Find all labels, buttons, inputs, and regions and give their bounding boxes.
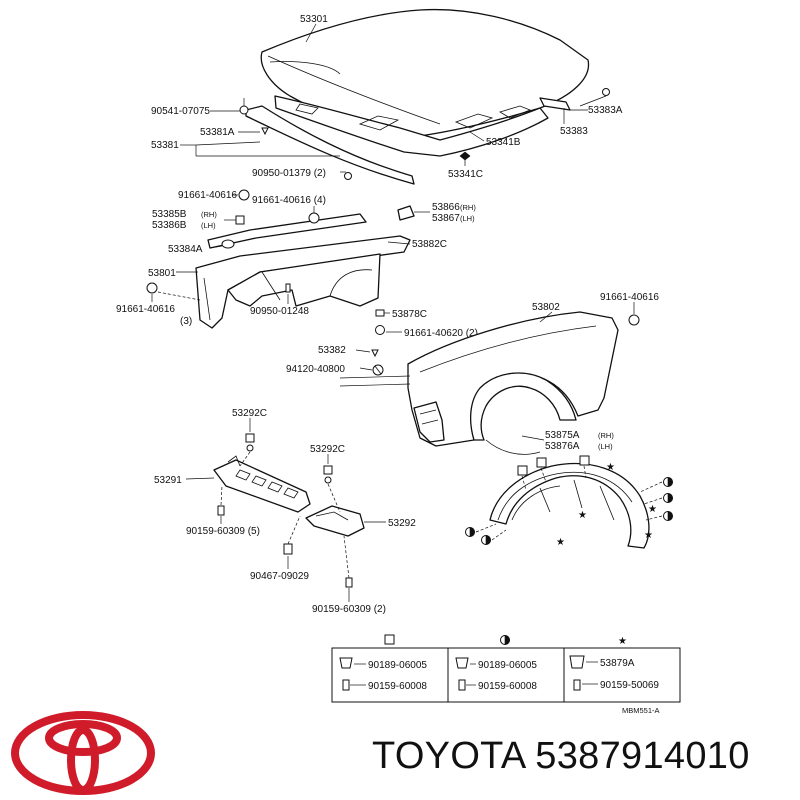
legend-screw-2: 90159-60008 [478, 681, 537, 692]
legend-screw-1: 90159-60008 [368, 681, 427, 692]
label-seal-upper-lh: 53867 [432, 213, 460, 224]
fastener-legend: ★ [331, 634, 681, 703]
label-undercover-clip-1: 53292C [232, 408, 267, 419]
label-clip-2: 90950-01379 (2) [252, 168, 326, 179]
label-hood-stay: 53383 [560, 126, 588, 137]
legend-clip-3: 53879A [600, 658, 635, 669]
label-screw-029: 90467-09029 [250, 571, 309, 582]
label-bolt-620: 91661-40620 (2) [404, 328, 478, 339]
label-bolt-left-low-qty: (3) [180, 316, 192, 327]
fender-liner-icon [489, 462, 650, 549]
label-screw-5: 90159-60309 (5) [186, 526, 260, 537]
label-apron-seal: 53882C [412, 239, 447, 250]
label-undercover-left: 53291 [154, 475, 182, 486]
label-fender: 53802 [532, 302, 560, 313]
svg-text:★: ★ [606, 462, 615, 473]
svg-text:(RH): (RH) [460, 203, 476, 212]
svg-text:★: ★ [556, 537, 565, 548]
label-liner-rh: 53875A [545, 430, 580, 441]
label-seal-retainer: 53381A [200, 127, 235, 138]
clip-icon [239, 105, 249, 115]
label-seal: 53381 [151, 140, 179, 151]
label-clip-382: 53382 [318, 345, 346, 356]
label-rh-tag: (RH) [201, 210, 217, 219]
label-bolt-left: 91661-40616 [178, 190, 237, 201]
svg-text:★: ★ [578, 510, 587, 521]
label-bolt-fender: 91661-40616 [600, 292, 659, 303]
label-nut-800: 94120-40800 [286, 364, 345, 375]
toyota-logo-icon [11, 711, 155, 795]
hood-seal-icon [245, 105, 415, 185]
label-hood: 53301 [300, 14, 328, 25]
label-clip-878: 53878C [392, 309, 427, 320]
svg-text:★: ★ [644, 530, 653, 541]
legend-clip-1: 90189-06005 [368, 660, 427, 671]
label-bracket-rh: 53385B [152, 209, 187, 220]
apron-icon [195, 205, 415, 329]
label-screw-2: 90159-60309 (2) [312, 604, 386, 615]
svg-text:(LH): (LH) [460, 214, 475, 223]
label-bolt-left-low: 91661-40616 [116, 304, 175, 315]
svg-text:★: ★ [618, 636, 627, 647]
fender-icon [407, 311, 619, 455]
label-hood-insulator: 53341B [486, 137, 521, 148]
label-undercover-right: 53292 [388, 518, 416, 529]
label-hood-cushion: 90541-07075 [151, 106, 210, 117]
bolt-icon [238, 189, 250, 201]
label-cushion: 53384A [168, 244, 203, 255]
label-clip-1248: 90950-01248 [250, 306, 309, 317]
undercover-icon [213, 455, 365, 537]
label-apron: 53801 [148, 268, 176, 279]
legend-screw-3: 90159-50069 [600, 680, 659, 691]
legend-clip-2: 90189-06005 [478, 660, 537, 671]
label-bolt-4: 91661-40616 (4) [252, 195, 326, 206]
label-liner-lh: 53876A [545, 441, 580, 452]
svg-text:★: ★ [648, 504, 657, 515]
label-hood-stay-a: 53383A [588, 105, 623, 116]
diagram-code: MBM551-A [622, 706, 660, 715]
label-lh-tag: (LH) [201, 221, 216, 230]
label-bracket-lh: 53386B [152, 220, 187, 231]
svg-text:(LH): (LH) [598, 442, 613, 451]
label-seal-upper-rh: 53866 [432, 202, 460, 213]
label-undercover-clip-2: 53292C [310, 444, 345, 455]
brand-part-number: TOYOTA 5387914010 [372, 735, 750, 777]
svg-text:(RH): (RH) [598, 431, 614, 440]
label-grommet: 53341C [448, 169, 483, 180]
